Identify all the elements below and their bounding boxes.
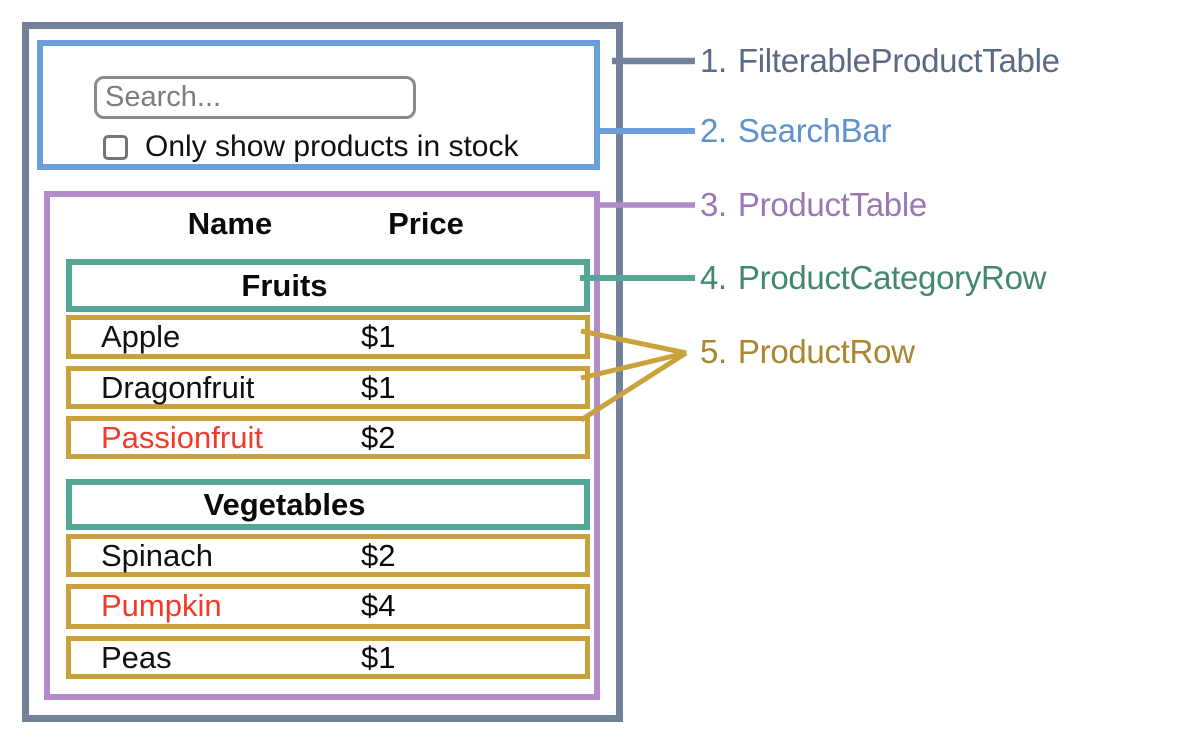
product-name: Spinach	[101, 538, 214, 573]
product-row-pumpkin: Pumpkin $4	[66, 584, 590, 629]
column-header-name: Name	[187, 206, 273, 241]
product-row-apple: Apple $1	[66, 315, 590, 359]
product-category-row-vegetables: Vegetables	[66, 479, 590, 530]
product-price: $1	[361, 319, 396, 354]
legend-number: 2.	[700, 112, 727, 149]
product-row-passionfruit: Passionfruit $2	[66, 416, 590, 459]
legend-component-name: SearchBar	[737, 112, 892, 149]
legend-component-name: ProductRow	[737, 333, 915, 370]
legend-number: 1.	[700, 42, 727, 79]
legend-component-name: ProductCategoryRow	[737, 259, 1047, 296]
column-header-price: Price	[388, 206, 464, 241]
product-name: Dragonfruit	[101, 370, 255, 405]
product-table-box: Name Price Fruits Apple $1 Dragonfruit $…	[44, 191, 600, 700]
search-bar-box: Only show products in stock	[37, 40, 600, 170]
legend-item-product-row: 5. ProductRow	[700, 331, 915, 373]
product-name: Peas	[101, 640, 172, 675]
legend-number: 4.	[700, 259, 727, 296]
in-stock-checkbox-label: Only show products in stock	[145, 130, 519, 163]
legend-number: 5.	[700, 333, 727, 370]
category-label: Vegetables	[203, 487, 366, 522]
search-input[interactable]	[94, 76, 416, 119]
legend-item-filterable-product-table: 1. FilterableProductTable	[700, 40, 1060, 82]
product-price: $2	[361, 538, 396, 573]
product-row-dragonfruit: Dragonfruit $1	[66, 366, 590, 409]
category-label: Fruits	[241, 268, 328, 303]
in-stock-checkbox[interactable]	[103, 134, 128, 160]
legend-item-product-category-row: 4. ProductCategoryRow	[700, 257, 1046, 299]
product-name: Pumpkin	[101, 588, 222, 623]
product-row-spinach: Spinach $2	[66, 534, 590, 577]
product-name: Apple	[101, 319, 181, 354]
in-stock-filter: Only show products in stock	[103, 130, 519, 164]
legend-item-search-bar: 2. SearchBar	[700, 110, 891, 152]
legend-item-product-table: 3. ProductTable	[700, 184, 927, 226]
product-price: $4	[361, 588, 396, 623]
product-price: $1	[361, 370, 396, 405]
product-name: Passionfruit	[101, 420, 263, 455]
product-row-peas: Peas $1	[66, 636, 590, 679]
product-price: $2	[361, 420, 396, 455]
legend-component-name: FilterableProductTable	[737, 42, 1060, 79]
product-price: $1	[361, 640, 396, 675]
legend-component-name: ProductTable	[737, 186, 927, 223]
product-category-row-fruits: Fruits	[66, 259, 590, 312]
legend-number: 3.	[700, 186, 727, 223]
